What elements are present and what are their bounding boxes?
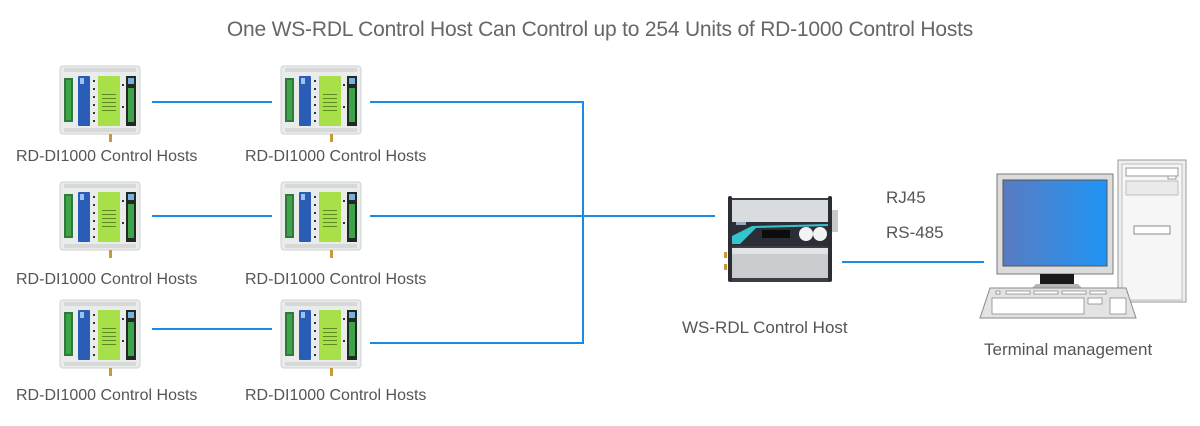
rd-module-label-r1c1: RD-DI1000 Control Hosts — [16, 148, 198, 165]
rd-module-r2c2 — [279, 180, 363, 260]
rd-module-label-r2c1: RD-DI1000 Control Hosts — [16, 271, 198, 288]
ws-rdl-control-host — [718, 192, 840, 284]
rd-module-r1c1 — [58, 64, 142, 144]
rd-module-r3c1 — [58, 298, 142, 378]
rd-module-label-r3c2: RD-DI1000 Control Hosts — [245, 387, 427, 404]
rd-module-icon — [280, 65, 362, 143]
wire-r1-link — [152, 101, 272, 103]
protocol-rj45-label: RJ45 — [886, 188, 926, 207]
terminal-label: Terminal management — [984, 340, 1153, 359]
rd-module-label-r3c1: RD-DI1000 Control Hosts — [16, 387, 198, 404]
rd-module-icon — [280, 181, 362, 259]
wire-r3-bus — [370, 342, 584, 344]
rd-module-icon — [59, 299, 141, 377]
rd-module-r1c2 — [279, 64, 363, 144]
wire-vertical-bus — [582, 101, 584, 344]
diagram-title: One WS-RDL Control Host Can Control up t… — [226, 18, 974, 41]
rd-module-icon — [280, 299, 362, 377]
control-host-label: WS-RDL Control Host — [682, 318, 848, 337]
rd-module-label-r1c2: RD-DI1000 Control Hosts — [245, 148, 427, 165]
wire-r3-link — [152, 328, 272, 330]
rd-module-r2c1 — [58, 180, 142, 260]
wire-r2-bus — [370, 215, 715, 217]
wire-r2-link — [152, 215, 272, 217]
protocol-rs485-label: RS-485 — [886, 223, 944, 242]
computer-icon — [979, 159, 1187, 319]
terminal-computer — [970, 158, 1192, 320]
wire-r1-bus — [370, 101, 584, 103]
rd-module-label-r2c2: RD-DI1000 Control Hosts — [245, 271, 427, 288]
rd-module-icon — [59, 181, 141, 259]
wire-host-to-terminal — [842, 261, 984, 263]
control-host-icon — [724, 196, 838, 282]
rd-module-icon — [59, 65, 141, 143]
rd-module-r3c2 — [279, 298, 363, 378]
